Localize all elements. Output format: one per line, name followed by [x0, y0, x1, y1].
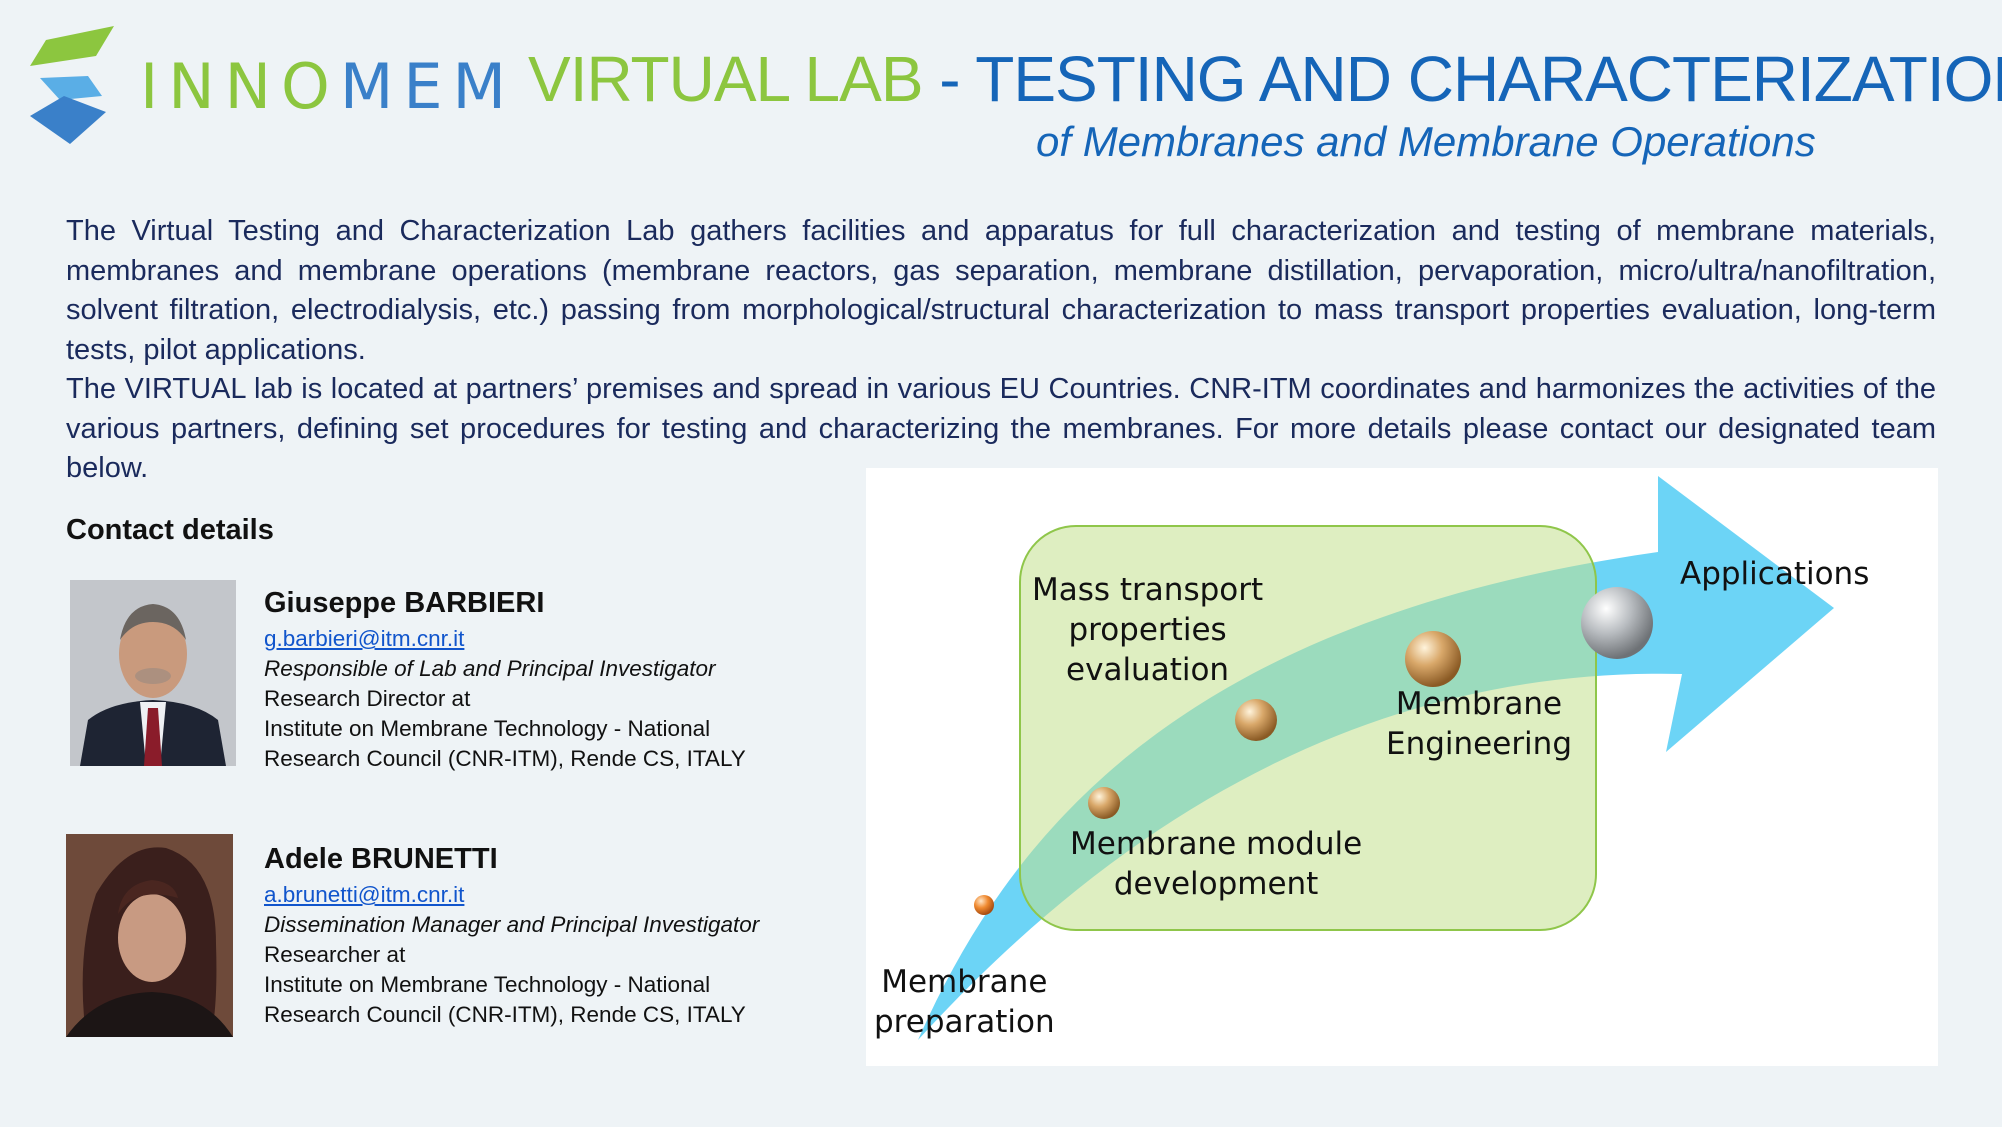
contact-card-brunetti: Adele BRUNETTI a.brunetti@itm.cnr.it Dis… — [264, 840, 759, 1030]
contact-institute-line-1: Institute on Membrane Technology - Natio… — [264, 972, 711, 997]
label-membrane-preparation: Membrane preparation — [874, 964, 1055, 1040]
sphere-silver — [1581, 587, 1653, 659]
label-mass-transport: Mass transport properties evaluation — [1032, 572, 1264, 688]
innomem-logo-icon — [30, 26, 114, 144]
contact-details-heading: Contact details — [66, 514, 274, 546]
process-diagram: Mass transport properties evaluation Mem… — [866, 468, 1938, 1066]
sphere-bronze-medium — [1235, 699, 1277, 741]
title-dash: - — [922, 43, 976, 115]
photo-adele-brunetti — [66, 834, 233, 1037]
photo-giuseppe-barbieri — [70, 580, 236, 766]
sphere-bronze-small — [1088, 787, 1120, 819]
sphere-orange — [974, 895, 994, 915]
label-membrane-module: Membrane module development — [1070, 826, 1363, 902]
contact-email-link[interactable]: g.barbieri@itm.cnr.it — [264, 626, 465, 651]
contact-institute-line-2: Research Council (CNR-ITM), Rende CS, IT… — [264, 1002, 746, 1027]
intro-paragraph-1: The Virtual Testing and Characterization… — [66, 215, 1936, 366]
contact-institute-line-2: Research Council (CNR-ITM), Rende CS, IT… — [264, 746, 746, 771]
contact-institute-line-1: Institute on Membrane Technology - Natio… — [264, 716, 711, 741]
label-membrane-engineering: Membrane Engineering — [1386, 686, 1572, 762]
title-testing: TESTING AND CHARACTERIZATION — [975, 43, 2002, 115]
contact-position: Researcher at — [264, 942, 406, 967]
contact-role: Dissemination Manager and Principal Inve… — [264, 912, 760, 937]
contact-email-link[interactable]: a.brunetti@itm.cnr.it — [264, 882, 465, 907]
intro-paragraph-2: The VIRTUAL lab is located at partners’ … — [66, 373, 1936, 484]
process-diagram-graphic — [918, 476, 1834, 1040]
contact-position: Research Director at — [264, 686, 471, 711]
title-virtual-lab: VIRTUAL LAB — [528, 43, 923, 115]
contact-role: Responsible of Lab and Principal Investi… — [264, 656, 716, 681]
logo-wordmark: INNOMEM — [140, 50, 517, 123]
contact-name: Adele BRUNETTI — [264, 843, 498, 875]
label-applications: Applications — [1680, 556, 1870, 592]
sphere-bronze-large — [1405, 631, 1461, 687]
page-title: VIRTUAL LAB - TESTING AND CHARACTERIZATI… — [528, 42, 2002, 116]
green-box — [1019, 525, 1597, 931]
contact-name: Giuseppe BARBIERI — [264, 587, 545, 619]
contact-card-barbieri: Giuseppe BARBIERI g.barbieri@itm.cnr.it … — [264, 584, 746, 774]
page-subtitle: of Membranes and Membrane Operations — [1036, 118, 1816, 165]
intro-text: The Virtual Testing and Characterization… — [66, 212, 1936, 489]
